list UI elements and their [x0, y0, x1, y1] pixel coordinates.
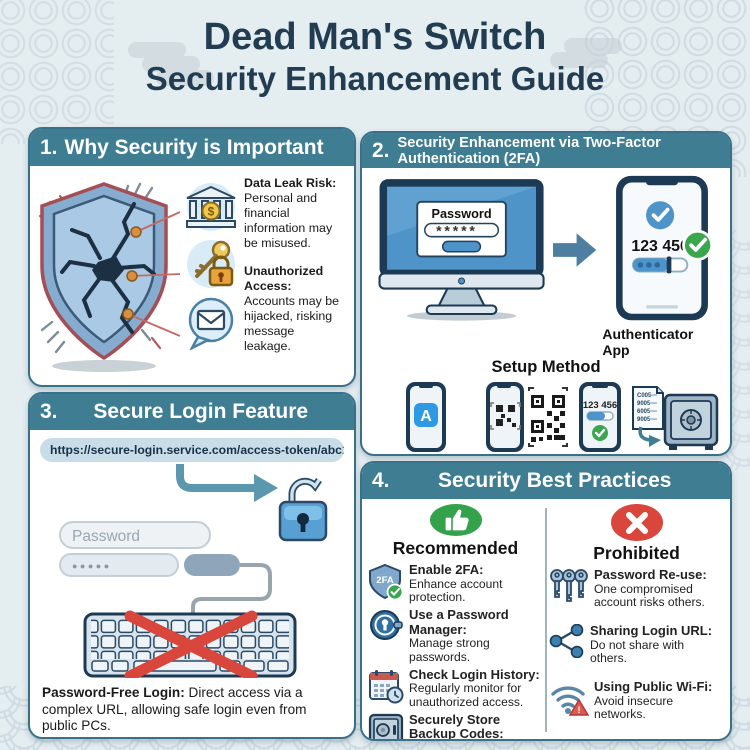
svg-text:$: $ — [208, 205, 215, 219]
monitor-icon: Password ***** — [378, 179, 545, 321]
section1-number: 1. — [40, 135, 58, 159]
feature-label: Keylogger Protection: — [42, 737, 184, 738]
page-title-line2: Security Enhancement Guide — [145, 59, 605, 97]
item-enable-2fa: 2FA Enable 2FA:Enhance account protectio… — [368, 562, 543, 605]
svg-text:9005: 9005 — [637, 417, 651, 423]
feature-text: No keyboard input prevents information t… — [42, 737, 333, 738]
svg-text:A: A — [421, 408, 433, 425]
phone-caption: Authenticator App — [602, 326, 694, 358]
svg-text:Password: Password — [432, 206, 492, 221]
section1-icon-column: $ — [182, 170, 240, 378]
section4-title: Security Best Practices — [438, 469, 672, 492]
decorative-blob — [564, 38, 622, 54]
svg-text:6005: 6005 — [637, 409, 651, 415]
three-keys-icon — [549, 568, 589, 608]
recommended-column: Recommended 2FA Enable 2FA:Enhance accou… — [368, 504, 543, 739]
svg-text:123 456: 123 456 — [632, 238, 690, 255]
section4-header: 4. Security Best Practices — [362, 463, 730, 499]
svg-text:2FA: 2FA — [376, 575, 394, 586]
svg-text:123 456: 123 456 — [583, 400, 617, 411]
feature-text: Direct access via a complex URL, allowin… — [42, 685, 307, 734]
risk-item-unauthorized: Unauthorized Access: Accounts may be hij… — [244, 264, 342, 353]
section3-header: 3. Secure Login Feature — [30, 394, 354, 430]
item-public-wifi: ! Using Public Wi-Fi:Avoid insecure netw… — [549, 679, 724, 722]
section4-body: Recommended 2FA Enable 2FA:Enhance accou… — [362, 499, 730, 739]
risk-text: Personal and financial information may b… — [244, 190, 333, 250]
open-padlock-icon — [278, 477, 328, 542]
section-secure-login: 3. Secure Login Feature https://secure-l… — [28, 392, 356, 739]
svg-text:Password: Password — [72, 528, 140, 545]
password-manager-icon — [368, 608, 404, 642]
cracked-shield-icon — [38, 182, 181, 372]
section-2fa: 2. Security Enhancement via Two-Factor A… — [360, 131, 732, 456]
svg-text:9005: 9005 — [637, 401, 651, 407]
prohibited-items: Password Re-use:One compromised account … — [547, 567, 726, 736]
feature-password-free: Password-Free Login: Direct access via a… — [42, 685, 342, 735]
section3-text: Password-Free Login: Direct access via a… — [30, 683, 354, 738]
section-best-practices: 4. Security Best Practices Recommended — [360, 461, 732, 741]
qr-code-icon — [485, 382, 568, 452]
secure-login-illustration: Password ● ● ● ● ● — [59, 464, 328, 682]
share-icon — [549, 624, 585, 658]
backup-codes-safe-icon: C005 9005 6005 9005 — [632, 386, 719, 450]
app-store-icon: A — [406, 382, 447, 452]
section1-header: 1. Why Security is Important — [30, 129, 354, 166]
wifi-warning-icon: ! — [549, 680, 589, 716]
risk-item-data-leak: Data Leak Risk: Personal and financial i… — [244, 176, 342, 250]
feature-label: Password-Free Login: — [42, 685, 185, 700]
section1-body: $ Data Leak — [30, 166, 354, 378]
thumbs-up-icon — [429, 504, 482, 536]
authenticator-phone: 123 456 Authenticator App — [602, 174, 722, 358]
setup-method-title: Setup Method — [491, 358, 601, 376]
svg-text:!: ! — [578, 705, 581, 715]
prohibited-heading: Prohibited — [593, 543, 680, 563]
risk-label: Data Leak Risk: — [244, 176, 337, 190]
setup-steps: A 1. Install Authenticator App — [362, 377, 730, 454]
section2-number: 2. — [372, 138, 390, 162]
step-verify-code: 123 456 3. Verify Code — [571, 381, 629, 454]
bank-icon: $ — [186, 183, 236, 231]
section3-number: 3. — [40, 400, 58, 423]
svg-text:*****: ***** — [436, 223, 478, 239]
section2-title: Security Enhancement via Two-Factor Auth… — [397, 134, 661, 167]
calendar-clock-icon — [368, 668, 404, 704]
svg-text:● ● ● ● ●: ● ● ● ● ● — [72, 561, 109, 571]
section2-header: 2. Security Enhancement via Two-Factor A… — [362, 133, 730, 168]
secure-login-url: https://secure-login.service.com/access-… — [40, 438, 344, 462]
section-why-security: 1. Why Security is Important — [28, 127, 356, 387]
section1-text: Data Leak Risk: Personal and financial i… — [240, 170, 348, 378]
section4-number: 4. — [372, 469, 390, 492]
phone-check-icon: 123 456 — [616, 175, 714, 321]
item-password-reuse: Password Re-use:One compromised account … — [549, 567, 724, 610]
step-save-backup-codes: C005 9005 6005 9005 4. Save Backup Codes — [629, 381, 722, 454]
step-enable: 2. Enable — [483, 381, 571, 454]
decorative-blob — [128, 42, 186, 58]
safe-icon — [368, 713, 404, 739]
column-divider — [545, 508, 547, 732]
section1-title: Why Security is Important — [64, 135, 324, 159]
item-login-history: Check Login History:Regularly monitor fo… — [368, 667, 543, 710]
svg-text:C005: C005 — [637, 393, 652, 399]
keyboard-crossed-icon — [83, 610, 297, 682]
section3-title: Secure Login Feature — [93, 400, 309, 423]
risk-label: Unauthorized Access: — [244, 264, 324, 294]
prohibited-column: Prohibited — [549, 504, 724, 736]
recommended-items: 2FA Enable 2FA:Enhance account protectio… — [366, 562, 545, 739]
risk-text: Accounts may be hijacked, risking messag… — [244, 294, 340, 353]
recommended-heading: Recommended — [392, 538, 519, 558]
step-install-app: A 1. Install Authenticator App — [370, 381, 483, 454]
page-header: Dead Man's Switch Security Enhancement G… — [0, 16, 750, 98]
2fa-shield-icon: 2FA — [368, 563, 404, 601]
feature-keylogger: Keylogger Protection: No keyboard input … — [42, 737, 342, 738]
item-password-manager: Use a Password Manager:Manage strong pas… — [368, 607, 543, 665]
page-title-line1: Dead Man's Switch — [203, 16, 547, 58]
verify-code-icon: 123 456 — [578, 382, 621, 452]
keys-lock-icon — [187, 240, 235, 288]
x-circle-icon — [610, 504, 663, 541]
arrow-right-icon — [553, 233, 597, 267]
item-store-backup-codes: Securely Store Backup Codes: Strictly ma… — [368, 712, 543, 739]
mail-bubble-icon — [188, 297, 234, 350]
section2-illustration: Password ***** 123 456 — [362, 168, 730, 358]
item-sharing-url: Sharing Login URL:Do not share with othe… — [549, 623, 724, 666]
